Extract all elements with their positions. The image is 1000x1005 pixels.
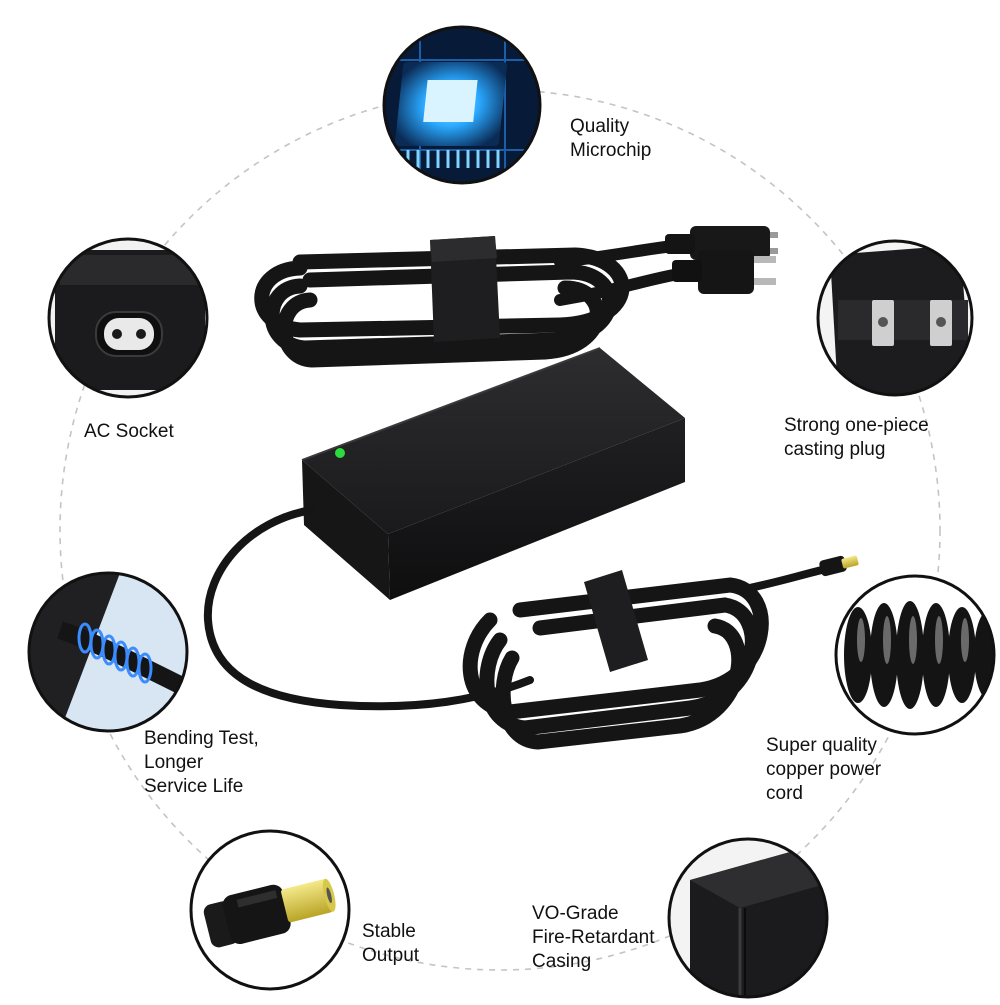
bending-test-icon bbox=[27, 571, 189, 733]
label-line: Strong one-piece bbox=[784, 415, 929, 436]
label-casing: VO-Grade Fire-Retardant Casing bbox=[532, 902, 655, 974]
label-line: Output bbox=[362, 945, 420, 966]
dc-cable bbox=[203, 506, 834, 750]
microchip-icon bbox=[382, 25, 542, 185]
casing-corner-icon bbox=[667, 837, 829, 999]
label-copper-cord: Super quality copper power cord bbox=[766, 734, 881, 806]
label-line: copper power bbox=[766, 759, 882, 780]
label-line: AC Socket bbox=[84, 421, 174, 442]
label-line: Casing bbox=[532, 951, 592, 972]
label-ac-socket: AC Socket bbox=[84, 420, 174, 444]
label-line: Microchip bbox=[570, 140, 652, 161]
cord-strap-top bbox=[430, 236, 500, 342]
label-line: Longer bbox=[144, 752, 204, 773]
label-casting-plug: Strong one-piece casting plug bbox=[784, 414, 929, 462]
label-bending-test: Bending Test, Longer Service Life bbox=[144, 727, 259, 799]
label-line: casting plug bbox=[784, 439, 886, 460]
label-stable-output: Stable Output bbox=[362, 920, 419, 968]
adapter-body bbox=[301, 347, 685, 600]
label-quality-microchip: Quality Microchip bbox=[570, 115, 651, 163]
label-line: VO-Grade bbox=[532, 903, 619, 924]
label-line: cord bbox=[766, 783, 803, 804]
dc-plug-small bbox=[819, 555, 859, 577]
label-line: Service Life bbox=[144, 776, 244, 797]
cord-strap-bottom bbox=[584, 570, 648, 672]
label-line: Quality bbox=[570, 116, 630, 137]
coiled-wire-icon bbox=[834, 574, 996, 736]
us-wall-plug bbox=[665, 226, 778, 294]
casting-plug-icon bbox=[816, 239, 974, 397]
dashed-ring bbox=[59, 89, 941, 971]
label-line: Fire-Retardant bbox=[532, 927, 655, 948]
label-line: Bending Test, bbox=[144, 728, 259, 749]
label-line: Super quality bbox=[766, 735, 877, 756]
power-led bbox=[335, 448, 345, 458]
dc-plug-icon bbox=[189, 829, 351, 991]
label-line: Stable bbox=[362, 921, 416, 942]
ac-socket-icon bbox=[47, 237, 209, 399]
